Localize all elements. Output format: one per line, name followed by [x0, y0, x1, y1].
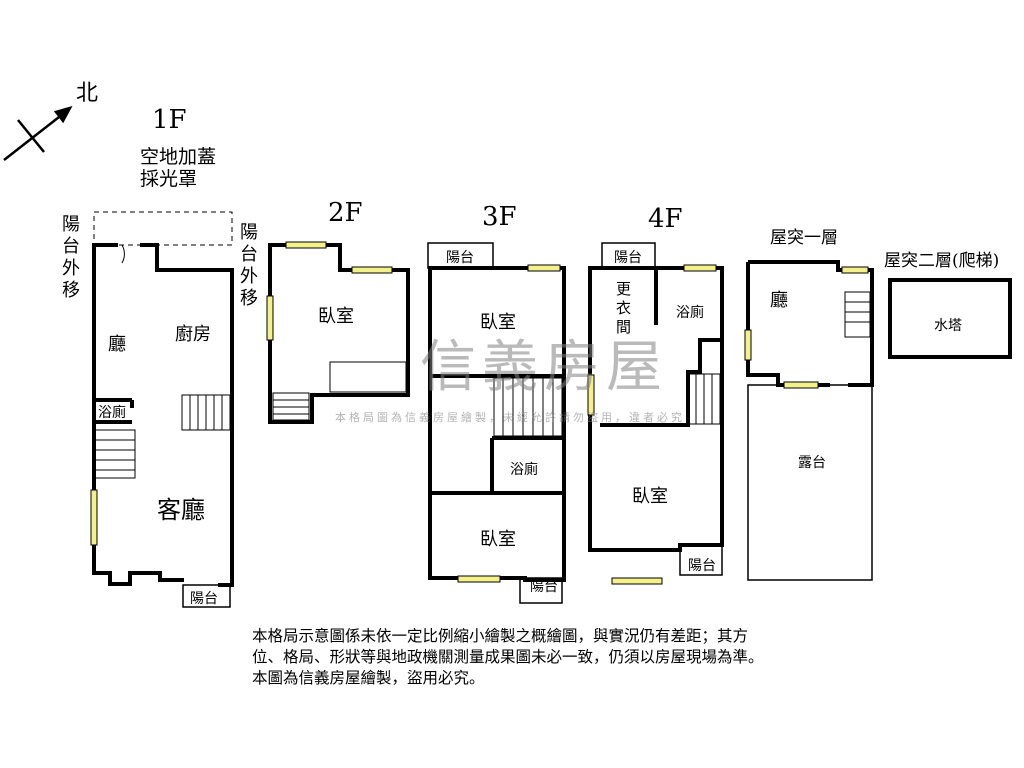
disclaimer-line: 本圖為信義房屋繪製，盜用必究。 [252, 669, 485, 687]
room-balcony-3f-top: 陽台 [446, 250, 474, 266]
floor-1f-walls [90, 211, 234, 608]
disclaimer: 本格局示意圖係未依一定比例縮小繪製之概繪圖，與實況仍有差距；其方 位、格局、形狀… [252, 626, 852, 689]
room-bath-4f: 浴廁 [676, 305, 704, 321]
floor-4f-title: 4F [648, 204, 683, 234]
room-main-living: 客廳 [157, 496, 205, 524]
room-bedroom-3f-back: 臥室 [480, 529, 516, 550]
disclaimer-line: 本格局示意圖係未依一定比例縮小繪製之概繪圖，與實況仍有差距；其方 [252, 627, 749, 645]
roof-2-title: 屋突二層(爬梯) [884, 251, 1000, 271]
room-balcony-4f-bottom: 陽台 [688, 558, 716, 574]
roof-1-walls [744, 260, 874, 581]
room-bedroom-4f: 臥室 [632, 486, 668, 507]
roof-2-walls [888, 278, 1012, 359]
balcony-moved-label-2f: 陽台外移 [240, 222, 258, 309]
skylight-label: 空地加蓋採光罩 [140, 146, 217, 190]
room-bedroom-2f: 臥室 [318, 306, 354, 327]
floor-3f-walls [427, 242, 566, 604]
floor-4f-walls [587, 242, 724, 585]
room-balcony-4f-top: 陽台 [614, 250, 642, 266]
room-closet: 更衣間 [616, 280, 632, 336]
balcony-moved-label-1f: 陽台外移 [62, 214, 80, 301]
room-balcony-1f: 陽台 [190, 591, 218, 607]
floor-2f-walls [266, 241, 410, 424]
room-terrace: 露台 [798, 455, 826, 471]
room-water-tank: 水塔 [934, 318, 962, 334]
north-label: 北 [76, 81, 99, 106]
north-arrow-icon [3, 105, 73, 161]
floor-2f-title: 2F [328, 198, 363, 228]
room-bath-1f: 浴廁 [98, 405, 126, 421]
room-kitchen: 廚房 [175, 324, 211, 345]
room-roof-hall: 廳 [770, 290, 788, 311]
floor-1f-title: 1F [152, 105, 187, 135]
roof-1-title: 屋突一層 [770, 228, 838, 248]
room-bedroom-3f-front: 臥室 [480, 312, 516, 333]
floor-3f-title: 3F [482, 202, 517, 232]
watermark-notice: 本格局圖為信義房屋繪製，未經允許請勿盜用，違者必究 [335, 411, 685, 424]
room-living: 廳 [108, 334, 126, 355]
watermark-logo: 信義房屋 [420, 335, 668, 400]
room-bath-3f: 浴廁 [510, 462, 538, 478]
room-balcony-3f-bottom: 陽台 [530, 579, 558, 595]
disclaimer-line: 位、格局、形狀等與地政機關測量成果圖未必一致，仍須以房屋現場為準。 [252, 648, 764, 666]
